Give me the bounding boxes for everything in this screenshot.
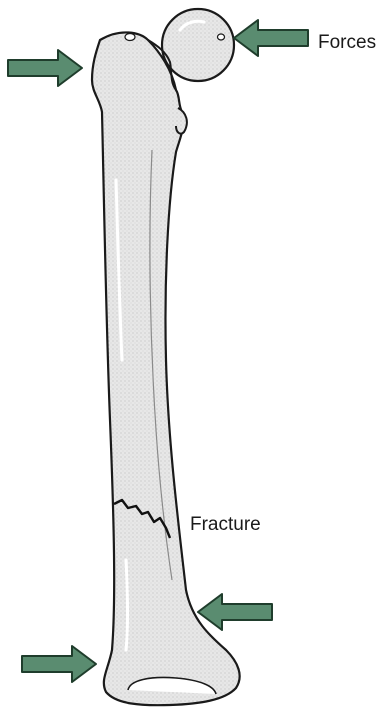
force-arrow-icon [234,20,308,56]
forces-label: Forces [318,33,376,52]
fovea-mark [218,34,225,40]
trochanter-mark [125,34,135,41]
lesser-trochanter [176,108,187,134]
shaft-highlight-lower [126,560,128,650]
fracture-label: Fracture [190,515,261,534]
force-arrow-icon [22,646,96,682]
force-arrow-icon [8,50,82,86]
force-arrow-icon [198,594,272,630]
